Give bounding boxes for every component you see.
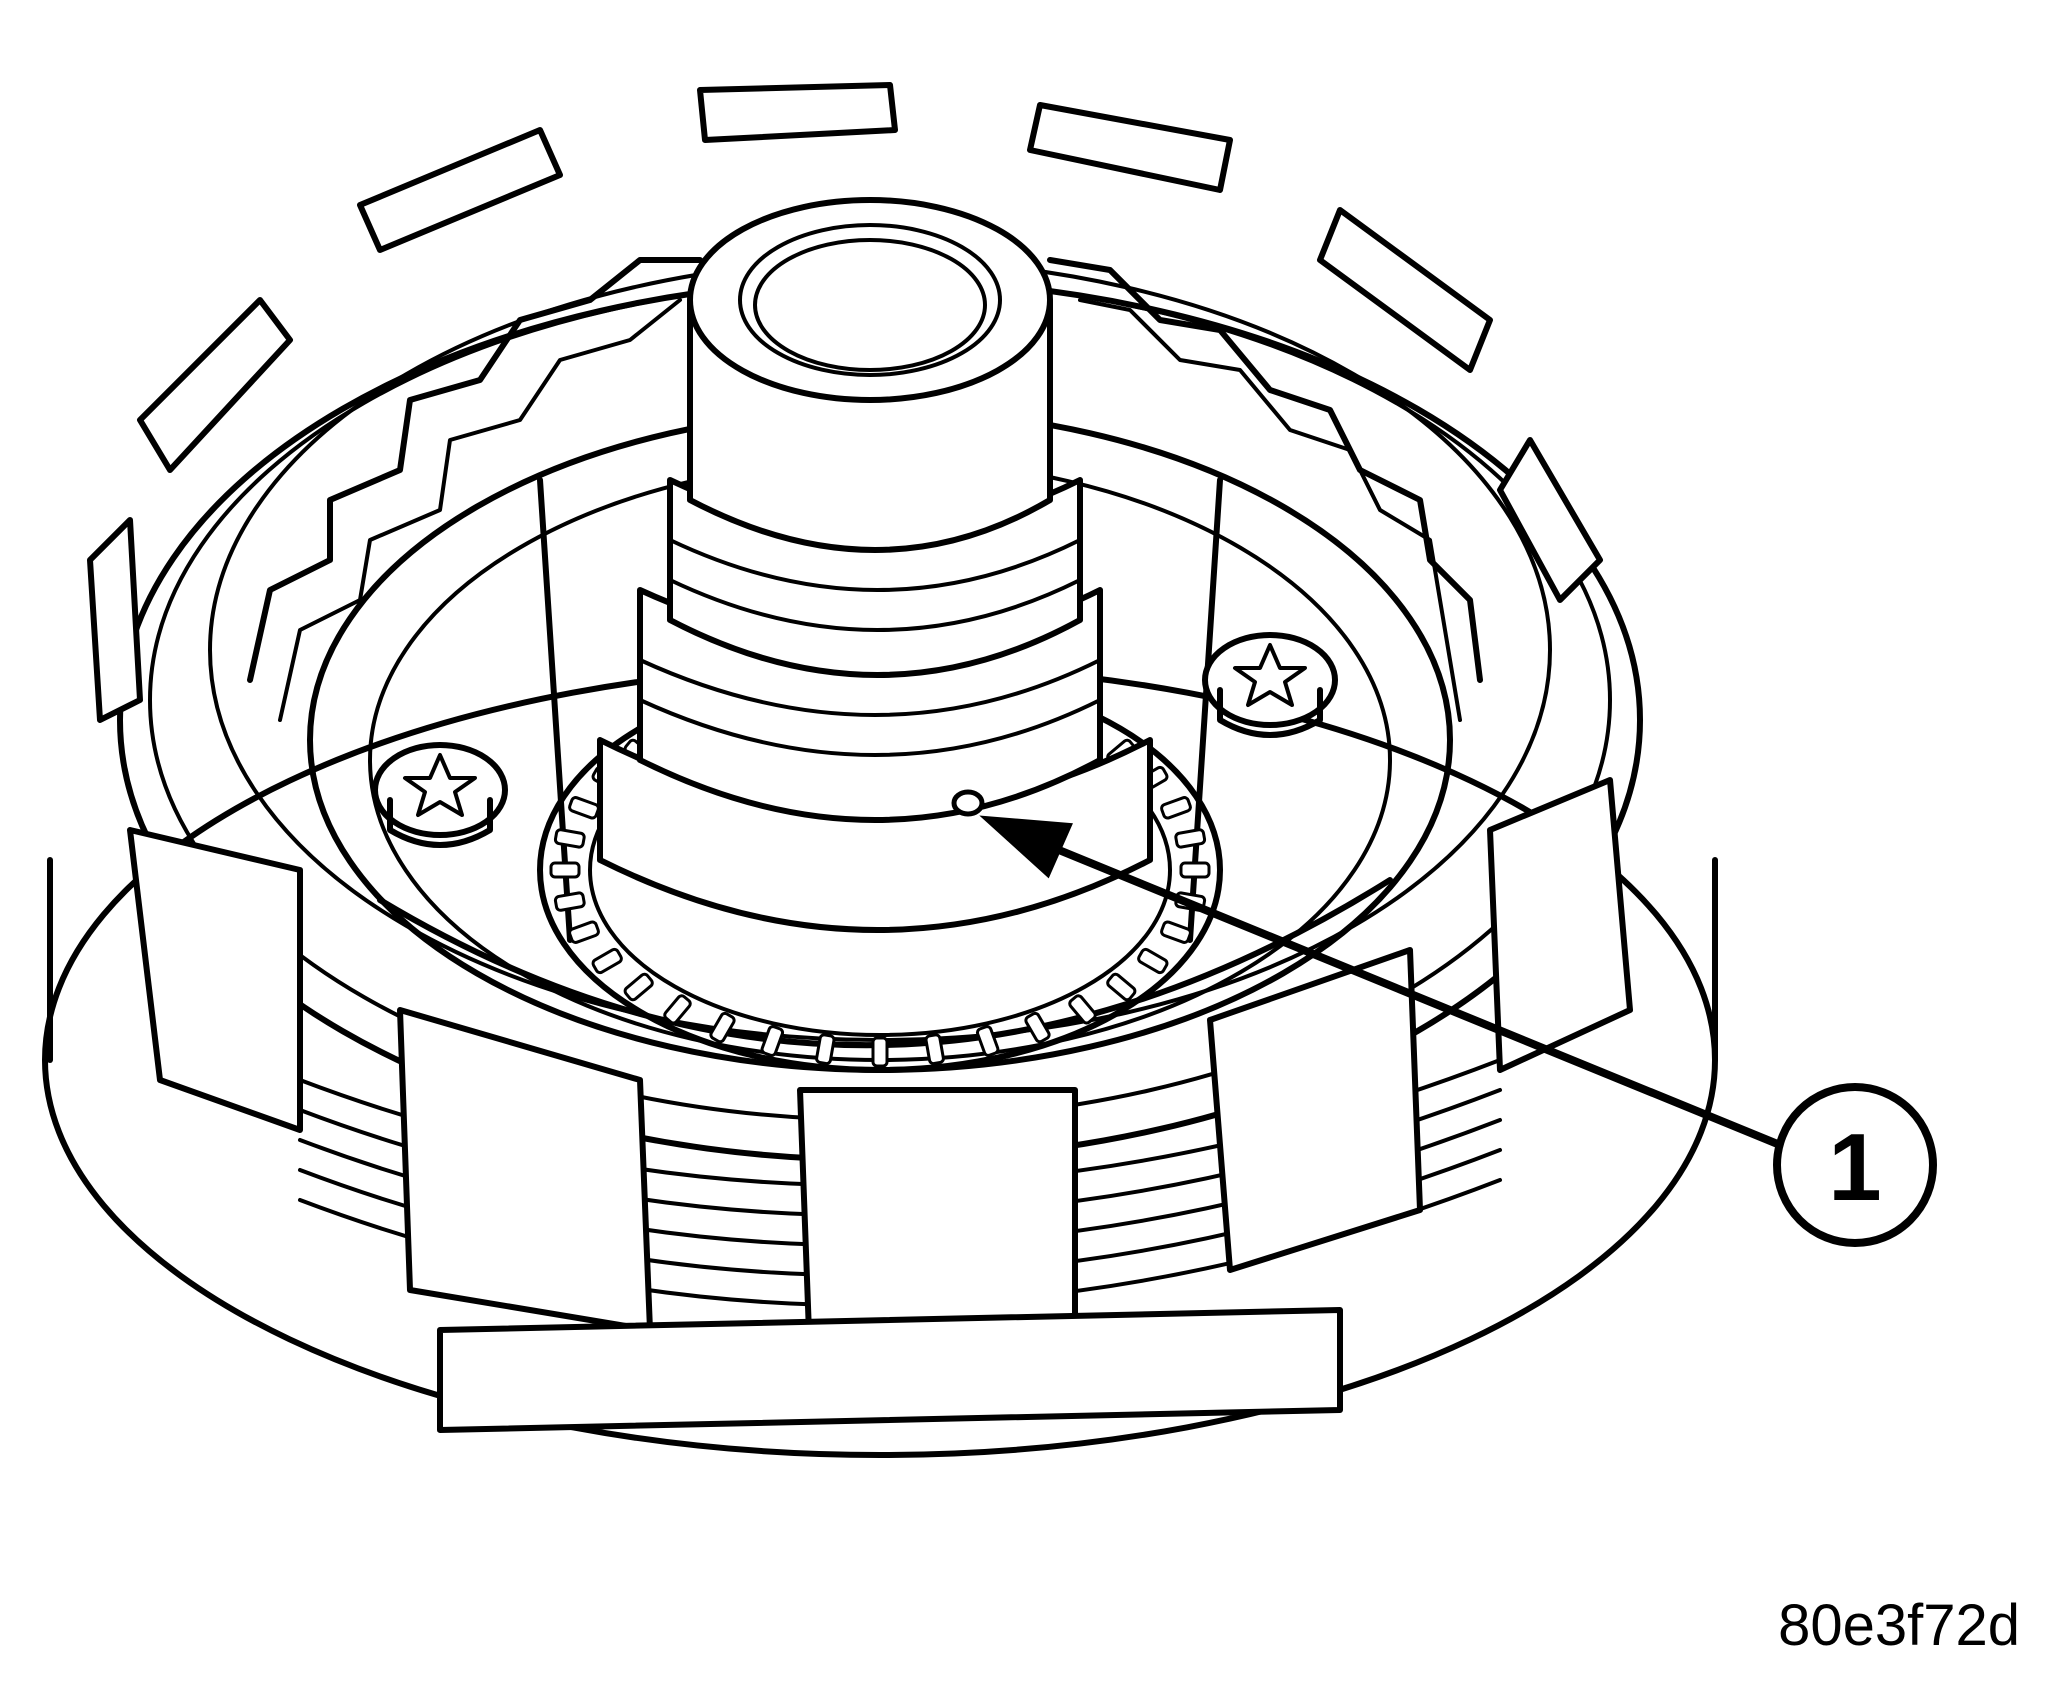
bearing-roller [568, 920, 600, 944]
bearing-roller [663, 994, 692, 1025]
bearing-roller [591, 947, 623, 975]
bearing-roller [568, 796, 600, 820]
center-hub [597, 197, 1153, 933]
bearing-roller [924, 1033, 945, 1066]
bearing-roller [871, 1036, 889, 1068]
bearing-roller [549, 861, 581, 879]
bearing-roller [1137, 947, 1169, 975]
bearing-roller [709, 1011, 736, 1044]
torx-screw-left [372, 742, 508, 848]
torx-screw-right [1202, 632, 1338, 738]
rim-tabs [87, 82, 1603, 723]
bearing-roller [1068, 994, 1097, 1025]
leader-arrow [979, 815, 1784, 1149]
callout-1: 1 [1773, 1083, 1937, 1247]
callout-number: 1 [1828, 1114, 1881, 1221]
bearing-roller [760, 1025, 785, 1057]
bearing-roller [1024, 1011, 1051, 1044]
oil-hole [951, 789, 985, 817]
bearing-roller [1160, 796, 1192, 820]
front-lugs [127, 777, 1633, 1433]
bearing-roller [975, 1025, 1000, 1057]
bearing-roller [815, 1033, 836, 1066]
bearing-roller [553, 828, 586, 849]
bearing-roller [1160, 920, 1192, 944]
bearing-roller [623, 972, 654, 1002]
bearing-roller [1179, 861, 1211, 879]
bearing-roller [553, 891, 586, 912]
bearing-roller [1174, 828, 1207, 849]
clutch-plate-teeth [247, 257, 1483, 722]
bearing-roller [1106, 972, 1137, 1002]
figure-id: 80e3f72d [1778, 1593, 2020, 1658]
